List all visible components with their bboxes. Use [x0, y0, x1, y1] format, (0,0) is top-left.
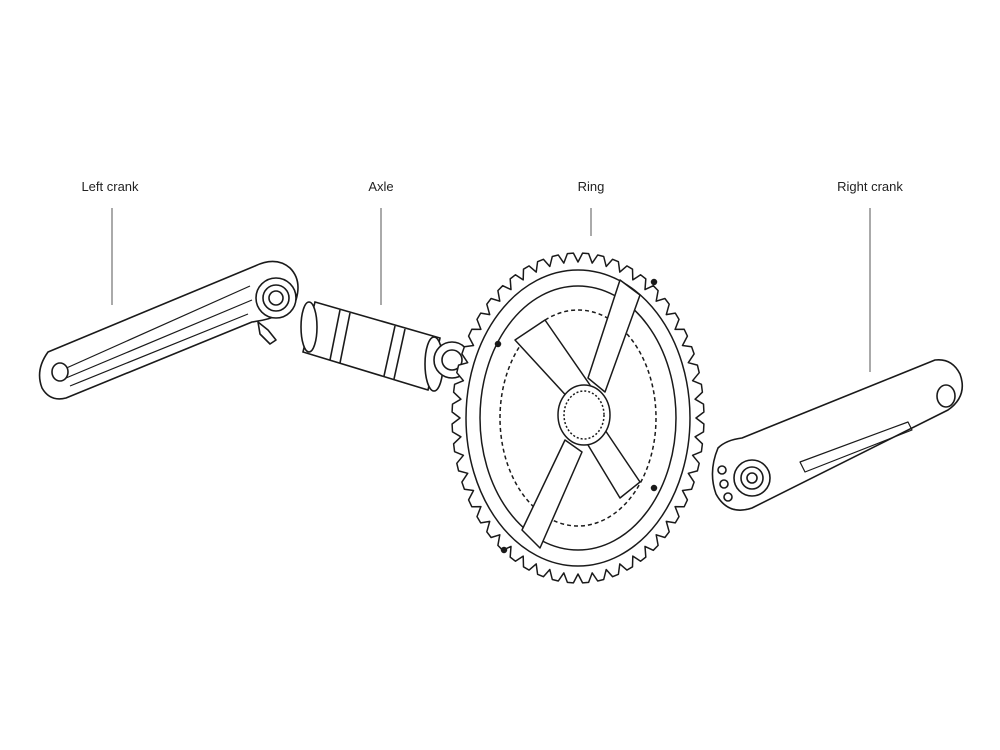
- spider-arm-lower-left: [521, 439, 583, 549]
- label-axle: Axle: [368, 179, 394, 194]
- left-crank: [38, 260, 299, 400]
- right-crank: [711, 358, 964, 511]
- label-left-crank: Left crank: [81, 179, 139, 194]
- pedal-hole-left: [51, 362, 69, 382]
- axle: [300, 300, 479, 392]
- chainring-center-bore: [557, 384, 611, 446]
- pedal-hole-right: [936, 384, 956, 408]
- chainring: [451, 252, 705, 584]
- label-right-crank: Right crank: [837, 179, 903, 194]
- label-ring: Ring: [577, 179, 605, 194]
- spider-arm-upper-right: [587, 279, 641, 393]
- leader-lines: [111, 208, 871, 372]
